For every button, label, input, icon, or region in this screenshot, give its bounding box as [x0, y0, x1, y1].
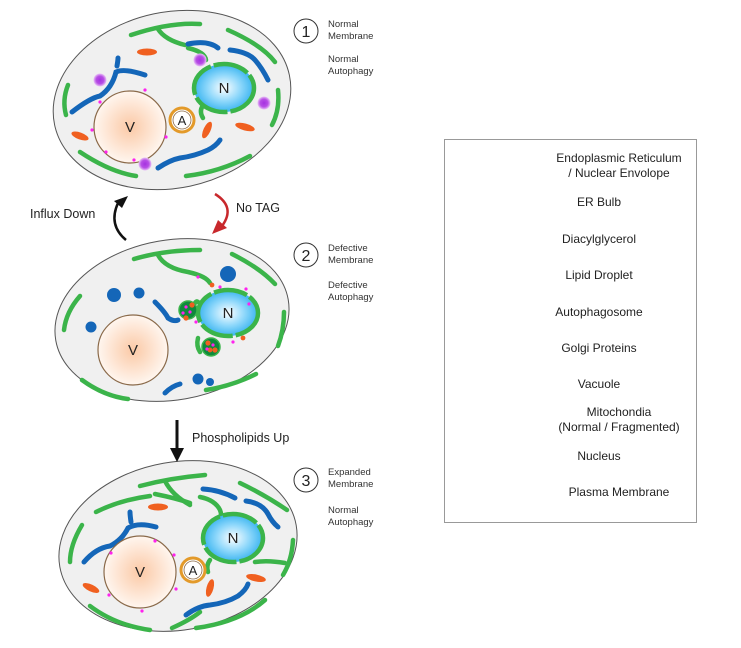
autophagosome-label: A — [189, 563, 198, 578]
stage-3-autophagy: Normal Autophagy — [328, 505, 373, 529]
vacuole: V — [103, 535, 177, 609]
vacuole-label: V — [125, 119, 135, 136]
legend-mito-l2: (Normal / Fragmented) — [558, 420, 680, 434]
legend-label-nucleus: Nucleus — [577, 449, 621, 463]
svg-text:2: 2 — [302, 248, 311, 265]
stage-1-membrane-l1: Normal — [328, 19, 359, 30]
nuclear-envelope: N — [195, 287, 261, 339]
nucleus-label: N — [219, 80, 230, 97]
stage-number-2: 2 — [293, 242, 319, 268]
influx-down-arrow — [113, 196, 128, 241]
vacuole: V — [97, 314, 169, 386]
endoplasmic-reticulum — [62, 21, 281, 179]
golgi-proteins — [71, 48, 255, 141]
er-bulbs — [178, 275, 251, 357]
phospholipids-up-arrow — [170, 420, 184, 462]
legend-label-golgi: Golgi Proteins — [561, 341, 637, 355]
nucleus-label: N — [228, 530, 239, 547]
legend-er-l1: Endoplasmic Reticulum — [556, 151, 682, 165]
legend-label-diacylglycerol: Diacylglycerol — [561, 232, 637, 246]
endoplasmic-reticulum — [61, 247, 287, 402]
stage-2-membrane-l1: Defective — [328, 243, 368, 254]
stage-3-membrane-l2: Membrane — [328, 479, 374, 490]
legend-label-vacuole: Vacuole — [577, 377, 621, 391]
svg-text:1: 1 — [302, 24, 311, 41]
legend-mito-l1: Mitochondia — [586, 405, 652, 419]
stage-number-1: 1 — [293, 18, 319, 44]
stage-3-membrane-l1: Expanded — [328, 467, 371, 478]
stage-3-membrane: Expanded Membrane — [328, 467, 373, 491]
no-tag-label: No TAG — [236, 201, 280, 215]
stage-1-autophagy-l1: Normal — [328, 54, 359, 65]
vacuole-label: V — [135, 564, 145, 581]
legend-label-er: Endoplasmic Reticulum / Nuclear Envolope — [539, 151, 699, 181]
mitochondria — [69, 40, 271, 171]
legend-er-l2: / Nuclear Envolope — [568, 166, 670, 180]
fragmented-mitochondria — [85, 266, 236, 386]
legend-label-autophagosome: Autophagosome — [555, 305, 643, 319]
phospholipids-up-label: Phospholipids Up — [192, 431, 290, 445]
stage-2-membrane: Defective Membrane — [328, 243, 373, 267]
stage-1-membrane: Normal Membrane — [328, 19, 373, 43]
influx-down-label: Influx Down — [30, 207, 96, 221]
stage-3-autophagy-l1: Normal — [328, 505, 359, 516]
autophagosome: A — [168, 106, 196, 134]
diacylglycerol-dots — [107, 539, 178, 613]
legend-label-mitochondria: Mitochondia (Normal / Fragmented) — [539, 405, 699, 435]
mitochondria — [152, 299, 183, 396]
vacuole: V — [93, 90, 167, 164]
legend-box — [444, 139, 697, 523]
mitochondria — [81, 486, 281, 618]
autophagosome-label: A — [178, 113, 187, 128]
nuclear-envelope: N — [200, 511, 266, 565]
stage-1-membrane-l2: Membrane — [328, 31, 374, 42]
cell-stage-1: N V A — [52, 9, 292, 191]
nucleus-label: N — [223, 305, 234, 322]
stage-2-autophagy-l1: Defective — [328, 280, 368, 291]
nuclear-envelope: N — [191, 61, 257, 115]
stage-2-autophagy: Defective Autophagy — [328, 280, 373, 304]
diacylglycerol-dots — [90, 88, 168, 162]
lipid-droplets — [93, 53, 271, 171]
legend-label-plasma-membrane: Plasma Membrane — [568, 485, 670, 499]
stage-1-autophagy-l2: Autophagy — [328, 66, 374, 77]
endoplasmic-reticulum — [67, 472, 296, 633]
autophagosome: A — [179, 556, 207, 584]
golgi-proteins — [82, 503, 266, 597]
stage-2-autophagy-l2: Autophagy — [328, 292, 374, 303]
vacuole-label: V — [128, 342, 138, 359]
cell-stage-2: N V — [54, 238, 290, 402]
plasma-membrane — [58, 460, 298, 632]
svg-text:3: 3 — [302, 473, 311, 490]
cell-stage-3: N V A — [58, 460, 298, 633]
stage-number-3: 3 — [293, 467, 319, 493]
legend-label-er-bulb: ER Bulb — [576, 195, 622, 209]
stage-3-autophagy-l2: Autophagy — [328, 517, 374, 528]
stage-1-autophagy: Normal Autophagy — [328, 54, 373, 78]
stage-2-membrane-l2: Membrane — [328, 255, 374, 266]
no-tag-arrow — [212, 192, 229, 234]
legend-label-lipid-droplet: Lipid Droplet — [565, 268, 633, 282]
